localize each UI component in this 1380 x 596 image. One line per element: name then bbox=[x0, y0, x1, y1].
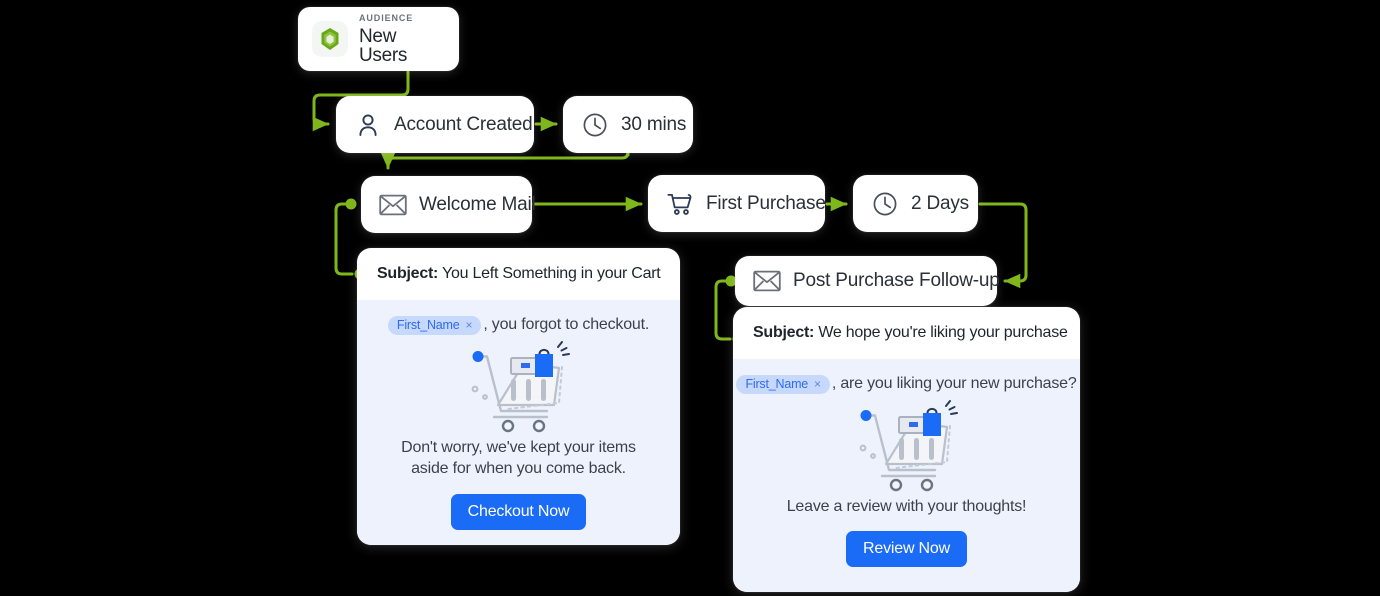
review-now-button[interactable]: Review Now bbox=[846, 531, 967, 568]
audience-node[interactable]: AUDIENCE New Users bbox=[298, 7, 459, 71]
email-greeting: First_Name × , you forgot to checkout. bbox=[377, 316, 660, 335]
email-preview-card-review[interactable]: Subject: We hope you're liking your purc… bbox=[733, 307, 1080, 592]
node-post-purchase-followup[interactable]: Post Purchase Follow-up bbox=[735, 256, 1000, 306]
node-label: 30 mins bbox=[621, 113, 687, 135]
audience-kicker: AUDIENCE bbox=[359, 12, 414, 23]
merge-tag-remove-icon[interactable]: × bbox=[465, 318, 473, 333]
node-first-purchase[interactable]: First Purchase bbox=[648, 175, 826, 232]
wire-30mins-to-welcome bbox=[380, 150, 630, 170]
clock-icon bbox=[871, 190, 899, 218]
envelope-icon bbox=[379, 191, 407, 219]
email-greeting-rest: , are you liking your new purchase? bbox=[831, 375, 1077, 393]
node-welcome-mail[interactable]: Welcome Mail bbox=[361, 176, 536, 233]
email-subject-text: You Left Something in your Cart bbox=[442, 265, 661, 282]
node-label: 2 Days bbox=[911, 192, 969, 214]
email-body: First_Name × , you forgot to checkout. bbox=[357, 300, 680, 545]
node-2-days[interactable]: 2 Days bbox=[853, 175, 978, 232]
envelope-icon bbox=[753, 267, 781, 295]
merge-tag-label: First_Name bbox=[396, 318, 460, 332]
email-subject-label: Subject: bbox=[377, 265, 439, 282]
wire-welcome-to-cart-email bbox=[334, 202, 354, 276]
email-subject-text: We hope you're liking your purchase bbox=[818, 324, 1068, 341]
email-subject-line: Subject: You Left Something in your Cart bbox=[357, 248, 680, 300]
wire-post-purchase-to-review-email bbox=[714, 279, 732, 341]
node-label: Welcome Mail bbox=[419, 193, 536, 215]
cart-icon bbox=[666, 190, 694, 218]
user-icon bbox=[354, 111, 382, 139]
email-body: First_Name × , are you liking your new p… bbox=[733, 359, 1080, 592]
email-subject-line: Subject: We hope you're liking your purc… bbox=[733, 307, 1080, 359]
node-account-created[interactable]: Account Created bbox=[336, 96, 534, 153]
node-label: First Purchase bbox=[706, 192, 826, 214]
checkout-now-button[interactable]: Checkout Now bbox=[450, 493, 587, 530]
merge-tag-chip-first-name[interactable]: First_Name × bbox=[736, 375, 830, 394]
email-greeting-rest: , you forgot to checkout. bbox=[483, 316, 650, 334]
shopping-cart-illustration bbox=[753, 399, 1060, 492]
merge-tag-chip-first-name[interactable]: First_Name × bbox=[387, 316, 482, 335]
endpoint-dot-welcome-mail bbox=[345, 198, 357, 210]
node-label: Account Created bbox=[394, 113, 533, 135]
shopping-cart-illustration bbox=[377, 340, 660, 433]
email-body-copy: Don't worry, we've kept your items aside… bbox=[401, 438, 636, 478]
merge-tag-remove-icon[interactable]: × bbox=[814, 377, 821, 392]
audience-title: New Users bbox=[359, 25, 408, 66]
email-greeting: First_Name × , are you liking your new p… bbox=[736, 375, 1077, 394]
audience-polygon-icon bbox=[312, 21, 348, 57]
node-label: Post Purchase Follow-up bbox=[793, 270, 1000, 291]
email-preview-card-cart[interactable]: Subject: You Left Something in your Cart… bbox=[357, 248, 680, 545]
email-subject-label: Subject: bbox=[753, 324, 815, 341]
node-30-mins[interactable]: 30 mins bbox=[563, 96, 693, 153]
email-body-copy: Leave a review with your thoughts! bbox=[786, 497, 1027, 515]
merge-tag-label: First_Name bbox=[745, 377, 809, 391]
clock-icon bbox=[581, 111, 609, 139]
